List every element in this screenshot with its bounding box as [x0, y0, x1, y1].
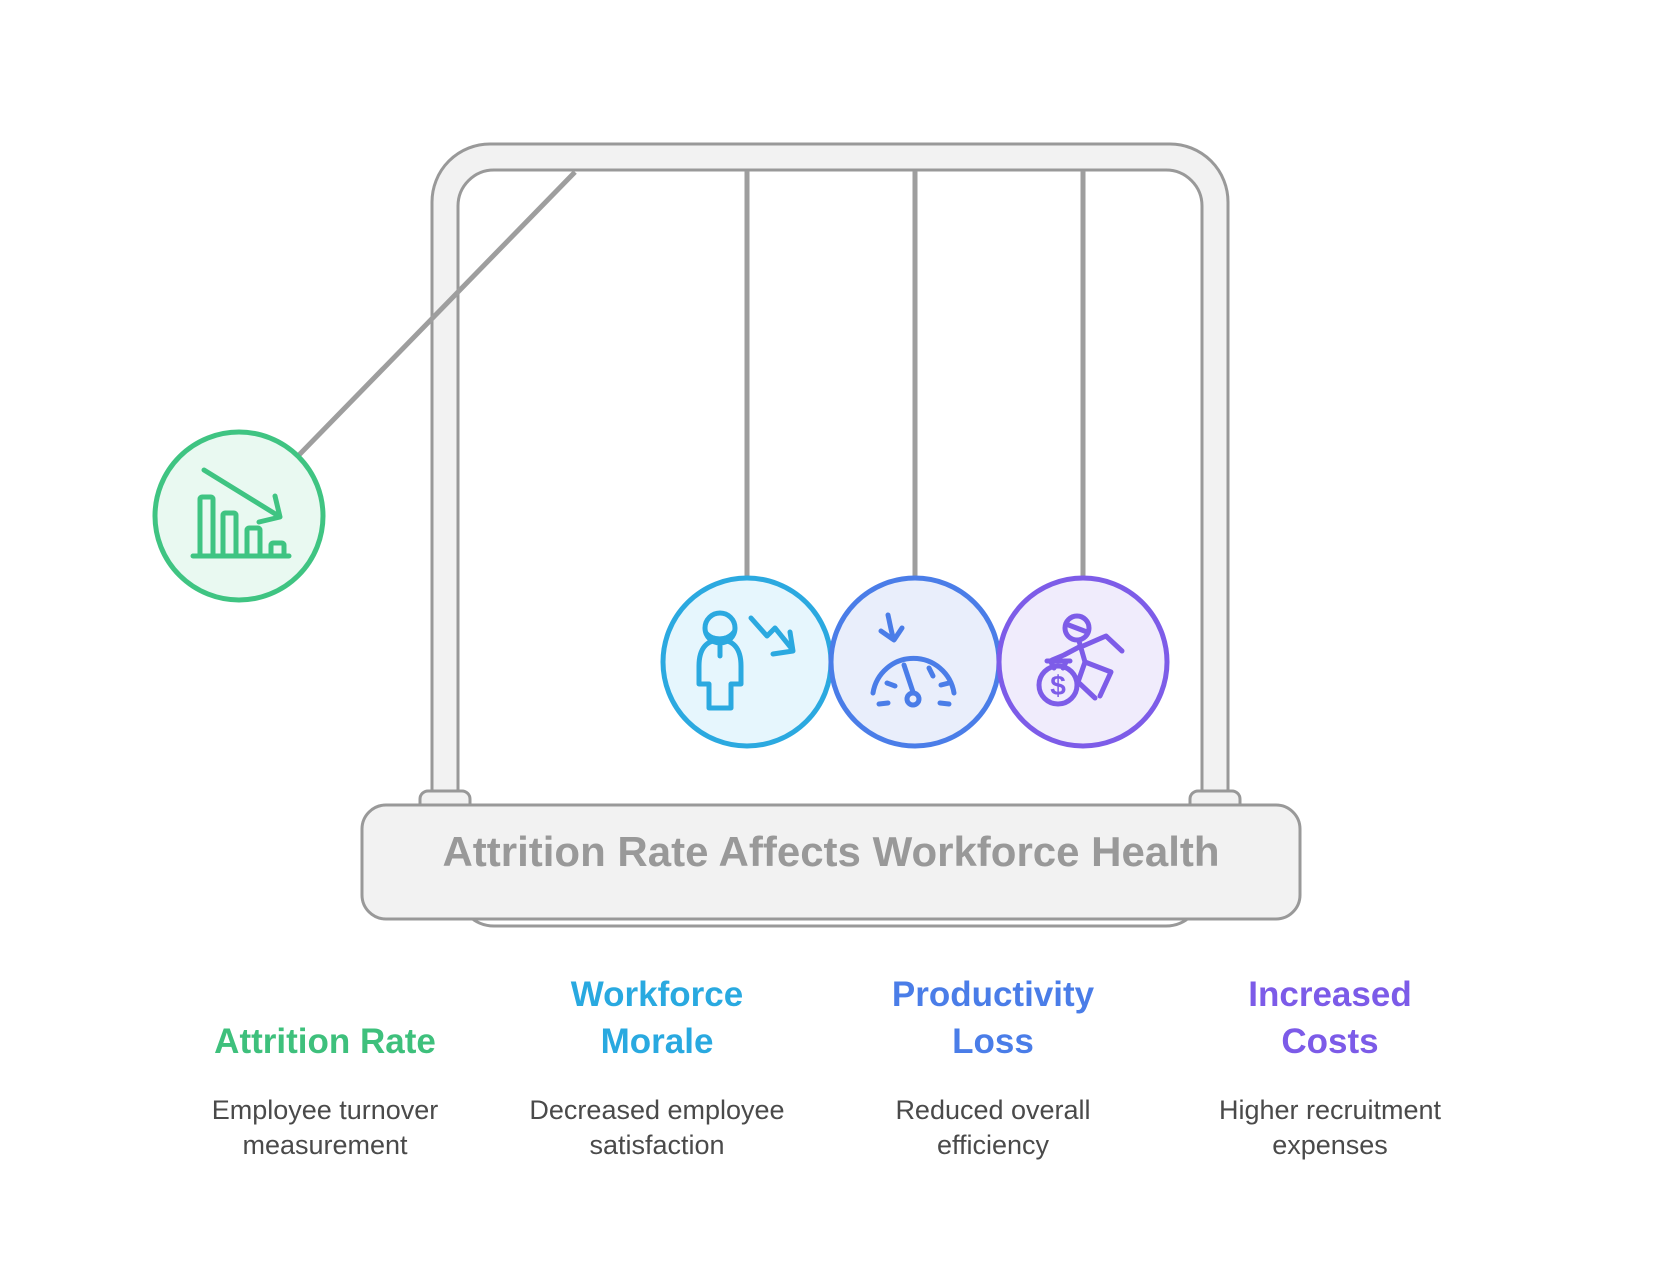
cradle-frame	[430, 142, 1230, 928]
dollar-sign-glyph: $	[1050, 670, 1066, 701]
money-bag-runner-icon: $	[1036, 613, 1125, 707]
column-productivity-loss: Productivity Loss Reduced overall effici…	[853, 955, 1133, 1163]
speedometer-decline-icon	[870, 612, 957, 708]
column-attrition-rate: Attrition Rate Employee turnover measure…	[185, 955, 465, 1163]
declining-bar-chart-icon	[190, 467, 292, 559]
column-title-line: Productivity	[891, 975, 1095, 1014]
base-plate: Attrition Rate Affects Workforce Health	[360, 803, 1302, 921]
base-label: Attrition Rate Affects Workforce Health	[442, 828, 1219, 875]
column-description: Decreased employee satisfaction	[529, 1095, 785, 1160]
column-description: Reduced overall efficiency	[895, 1095, 1091, 1160]
ball-productivity-loss	[828, 575, 1002, 749]
column-title-line: Attrition Rate	[214, 1022, 436, 1061]
column-title-line: Morale	[600, 1022, 714, 1061]
column-title-line: Costs	[1281, 1022, 1379, 1061]
frame-inner	[456, 168, 1204, 928]
pendulum-strings	[296, 170, 1086, 582]
column-title: Increased Costs	[1190, 955, 1470, 1065]
column-title: Workforce Morale	[517, 955, 797, 1065]
column-description: Employee turnover measurement	[211, 1095, 439, 1160]
employee-decline-icon	[696, 610, 796, 711]
column-workforce-morale: Workforce Morale Decreased employee sati…	[517, 955, 797, 1163]
column-increased-costs: Increased Costs Higher recruitment expen…	[1190, 955, 1470, 1163]
column-title-line: Increased	[1248, 975, 1412, 1014]
column-title: Attrition Rate	[185, 955, 465, 1065]
column-title: Productivity Loss	[853, 955, 1133, 1065]
column-title-line: Workforce	[570, 975, 744, 1014]
ball-workforce-morale	[660, 575, 834, 749]
string-attrition	[296, 170, 577, 458]
column-title-line: Loss	[952, 1022, 1034, 1061]
ball-attrition-rate	[152, 429, 326, 603]
column-description: Higher recruitment expenses	[1218, 1095, 1442, 1160]
ball-increased-costs: $	[996, 575, 1170, 749]
